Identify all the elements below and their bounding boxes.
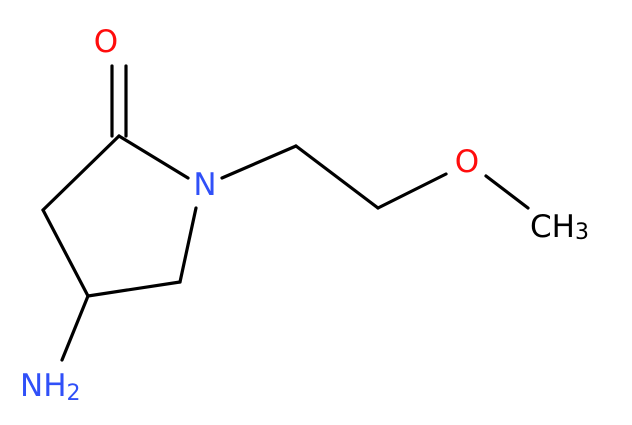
bond-ring-ch2-to-chamine (41, 208, 90, 298)
amine-subscript: 2 (67, 381, 81, 406)
bond-ether-oxygen-to-methyl (484, 174, 530, 210)
bonds (41, 64, 530, 362)
bond-chamine-to-amine (60, 294, 90, 362)
methyl-subscript: 3 (575, 220, 589, 245)
methyl-label: CH3 (530, 209, 589, 245)
amine-symbol: NH (20, 368, 67, 404)
bond-carbonyl-carbon-to-nitrogen (117, 134, 190, 180)
methyl-symbol: CH (530, 209, 575, 245)
bond-nitrogen-to-sidechain-ch2 (220, 144, 298, 180)
ether-oxygen-label: O (455, 144, 479, 180)
amine-label: NH2 (20, 368, 81, 406)
ring-nitrogen-label: N (193, 167, 216, 203)
bond-sidechain-ch2-to-ether-oxygen (376, 172, 448, 210)
bond-chamine-to-ring-ch2b (86, 280, 182, 298)
atom-labels: O N O CH3 NH2 (20, 24, 589, 406)
bond-sidechain-ch2-to-ch2 (294, 144, 380, 210)
bond-carbonyl-carbon-to-ring-ch2 (41, 134, 121, 212)
bond-ring-ch2b-to-nitrogen (178, 206, 198, 284)
carbonyl-oxygen-label: O (94, 24, 118, 60)
